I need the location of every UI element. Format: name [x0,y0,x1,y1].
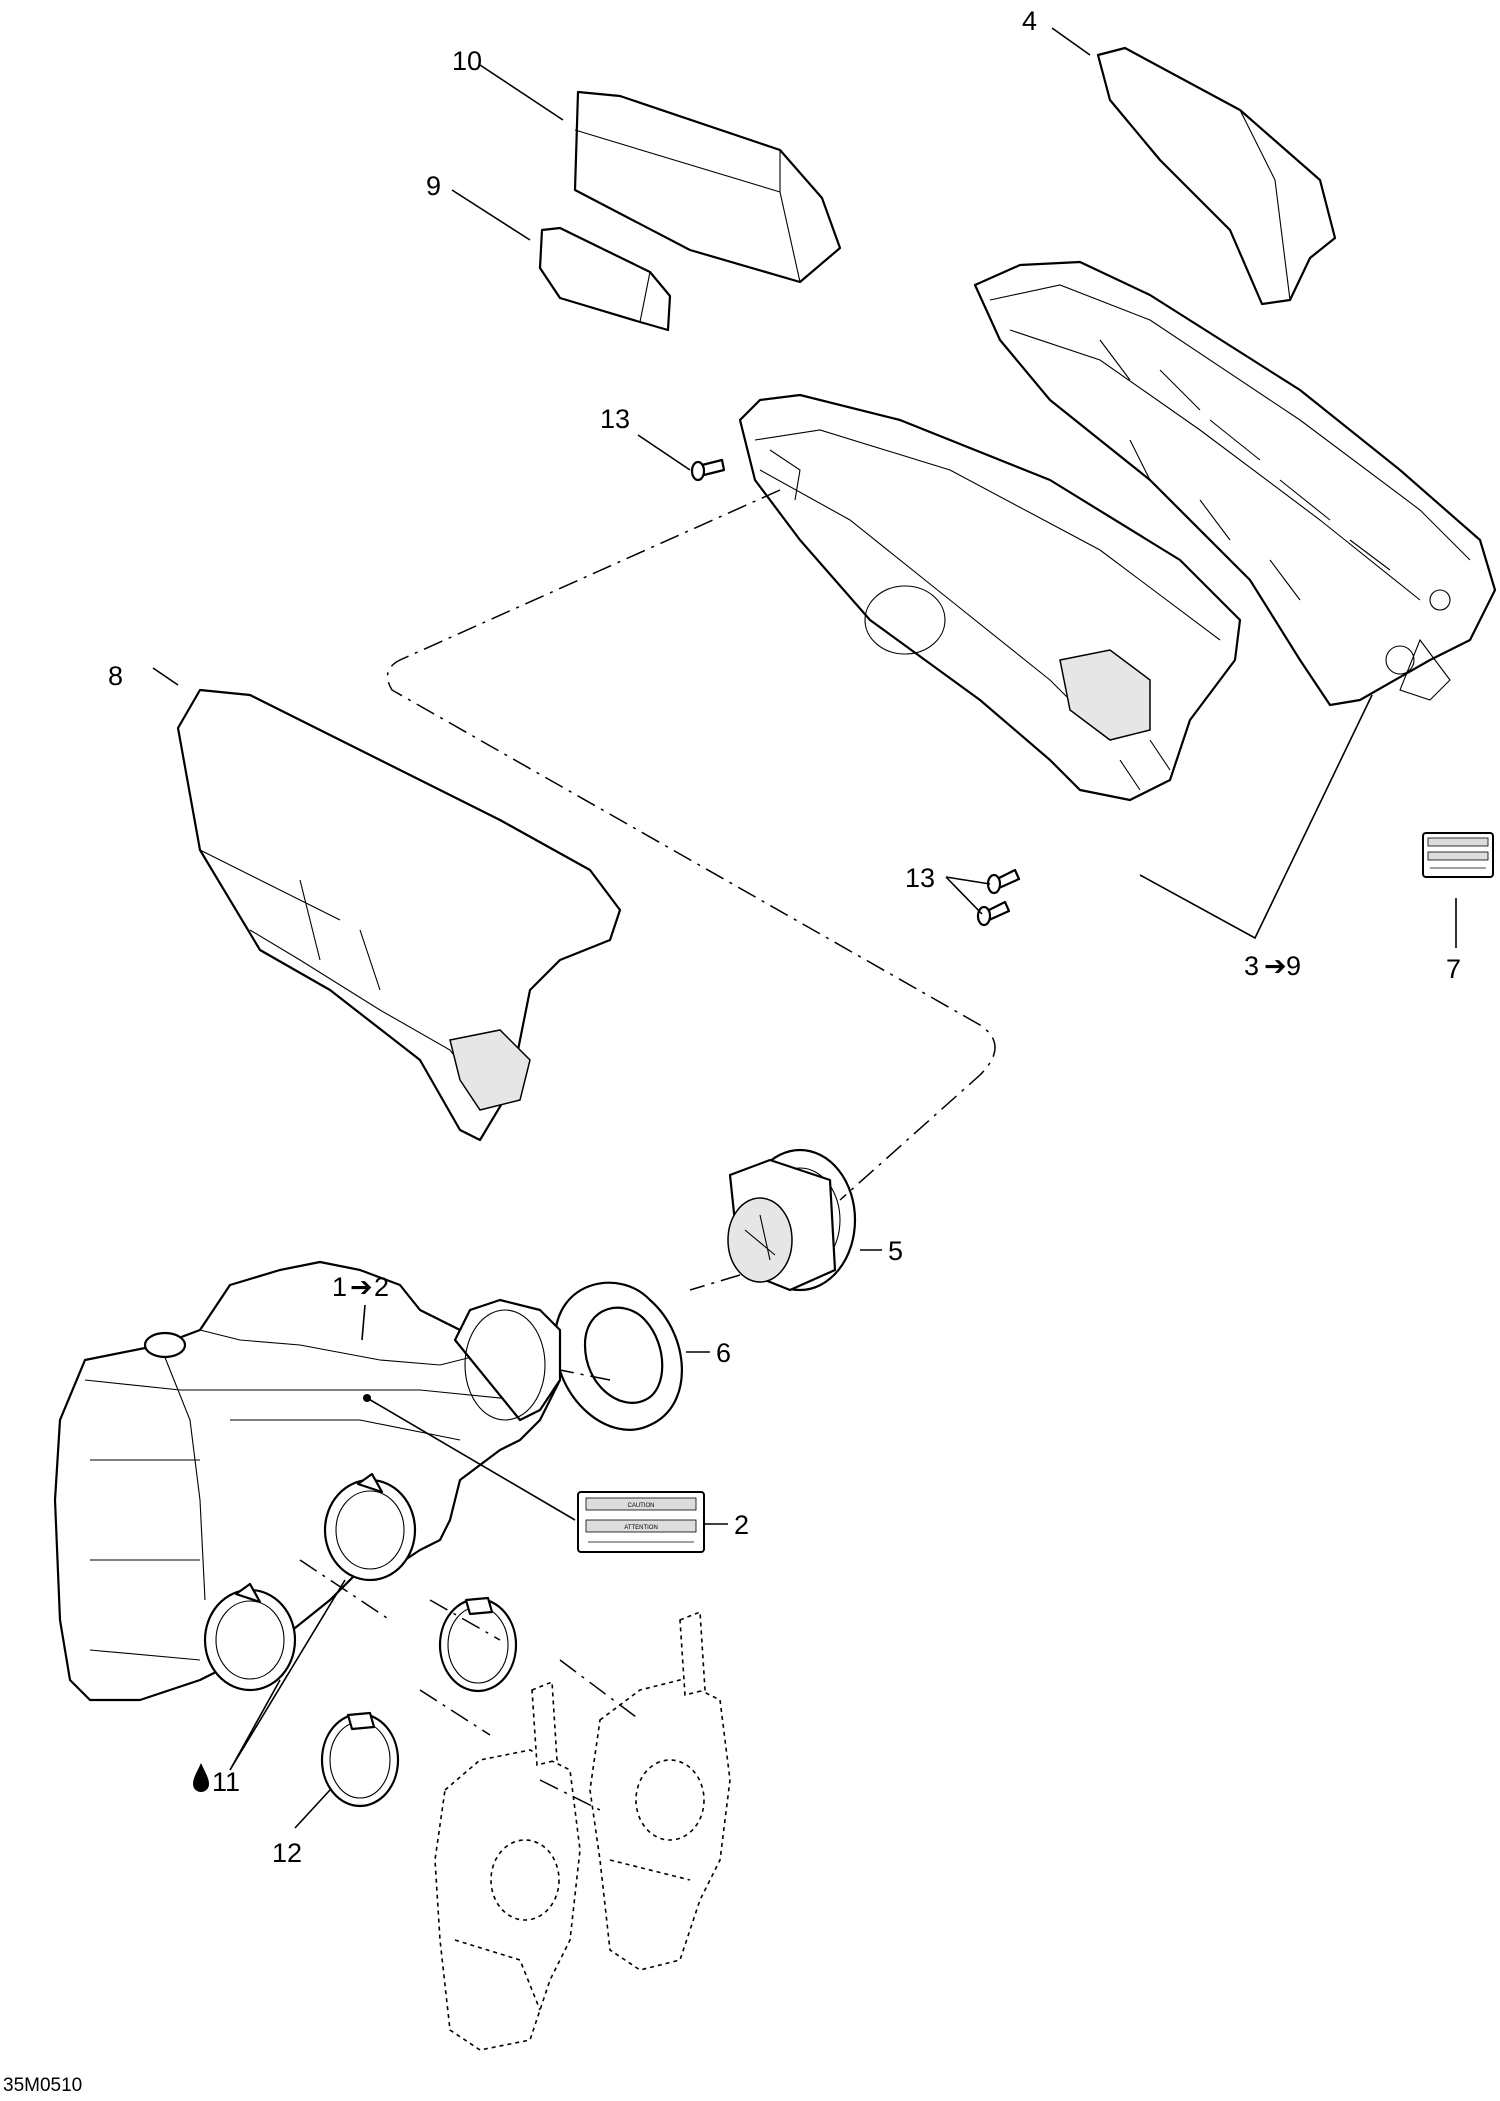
part-10-foam-block [573,90,842,284]
callout-10: 10 [452,46,482,76]
callout-13-lower: 13 [905,863,935,893]
callout-7: 7 [1446,954,1461,984]
part-8-intake-cover [176,688,622,1142]
callout-8: 8 [108,661,123,691]
part-1-air-silencer-base [53,1260,562,1702]
part-5-adaptor [727,1148,857,1292]
part-9-foam-block [538,226,672,332]
callout-4: 4 [1022,6,1037,36]
assembly-axis-line [386,489,996,1201]
callouts: 10 9 4 13 13 8 3 ➔ 9 7 5 6 1 ➔ 2 2 11 12… [3,6,1461,2096]
part-2-caution-label: CAUTION ATTENTION [577,1491,705,1553]
assembly-axis-line-2 [559,1274,741,1381]
callout-3: 3 [1244,951,1259,981]
callout-1: 1 [332,1272,347,1302]
caution-label-top-text: CAUTION [628,1503,655,1509]
callout-1-range-end: 2 [374,1272,389,1302]
callout-11: 11 [212,1767,240,1797]
callout-9: 9 [426,171,441,201]
part-3-silencer-base [973,260,1497,707]
part-6-gasket-ring [553,1281,683,1431]
carburetors-reference [434,1610,731,2051]
leader-lines [152,27,1457,1829]
diagram-code: 35M0510 [3,2075,82,2096]
oil-drop-icon [193,1763,209,1792]
carburetor-axis-lines [299,1559,641,1811]
callout-5: 5 [888,1236,903,1266]
range-arrow-1: ➔ [350,1272,373,1302]
part-4-filter-block [1096,46,1337,306]
callout-12: 12 [272,1838,302,1868]
callout-13-upper: 13 [600,404,630,434]
part-13-screws-lower [976,868,1021,927]
part-13-screw-upper [690,458,726,482]
part-3-silencer-cover [738,393,1242,802]
range-arrow-3: ➔ [1264,951,1287,981]
caution-label-bottom-text: ATTENTION [624,1525,658,1531]
callout-6: 6 [716,1338,731,1368]
part-7-label [1422,832,1494,878]
callout-3-range-end: 9 [1286,951,1301,981]
part-12-clamps [320,1596,518,1808]
callout-2: 2 [734,1510,749,1540]
